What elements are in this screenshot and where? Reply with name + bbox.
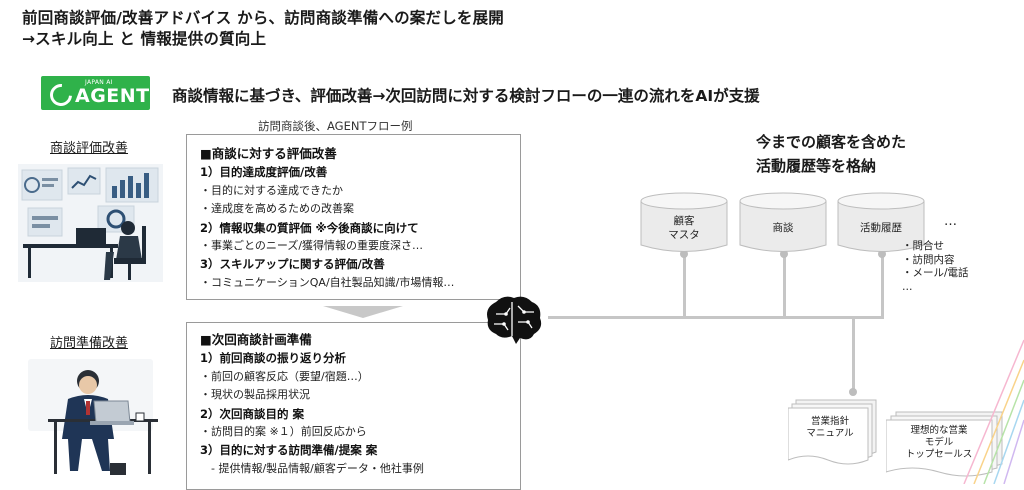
database-cylinder-icon: [739, 192, 827, 252]
title-line-1: 前回商談評価/改善アドバイス から、訪問商談準備への案だしを展開: [22, 9, 504, 27]
activity-history-list: ・問合せ ・訪問内容 ・メール/電話 …: [902, 240, 969, 294]
ideal-sales-model-document-icon: [886, 411, 1003, 477]
database-activity-history: 活動履歴: [837, 192, 925, 254]
box1-line: 2）情報収集の質評価 ※今後商談に向けて: [200, 220, 419, 235]
tagline: 商談情報に基づき、評価改善→次回訪問に対する検討フローの一連の流れをAIが支援: [172, 87, 760, 105]
box2-line: 3）目的に対する訪問準備/提案 案: [200, 443, 378, 458]
evaluation-improvement-box: ■商談に対する評価改善 1）目的達成度評価/改善 ・目的に対する達成できたか ・…: [186, 134, 521, 300]
database-label: 顧客: [673, 215, 695, 227]
flow-caption: 訪問商談後、AGENTフロー例: [258, 119, 413, 133]
box1-line: 1）目的達成度評価/改善: [200, 165, 328, 180]
box2-line: ・訪問目的案 ※１）前回反応から: [200, 425, 367, 439]
document-label-line: モデル: [924, 437, 954, 448]
document-label-line: 営業指針: [810, 416, 849, 427]
box2-line: ・前回の顧客反応（要望/宿題…）: [200, 369, 369, 383]
page-title: 前回商談評価/改善アドバイス から、訪問商談準備への案だしを展開 →スキル向上 …: [22, 8, 504, 50]
box2-heading: ■次回商談計画準備: [200, 332, 312, 347]
connector-docs: [852, 318, 855, 392]
logo-ring-icon: [45, 79, 77, 111]
connector-db1: [683, 254, 686, 318]
label-eval-improvement: 商談評価改善: [50, 141, 129, 156]
list-item: ・問合せ: [902, 240, 944, 252]
box1-line: ・達成度を高めるための改善案: [200, 202, 354, 216]
connector-db2: [783, 254, 786, 318]
box2-line: 2）次回商談目的 案: [200, 406, 305, 421]
document-label-line: トップセールス: [905, 449, 973, 460]
logo-main-text: AGENT: [75, 85, 150, 107]
database-deals: 商談: [739, 192, 827, 254]
document-label-line: 理想的な営業: [910, 425, 968, 436]
sales-manual-document-icon: [788, 399, 877, 465]
database-cylinder-icon: [837, 192, 925, 252]
label-visit-prep-improvement: 訪問準備改善: [50, 336, 129, 351]
box2-line: - 提供情報/製品情報/顧客データ・他社事例: [200, 461, 424, 475]
storage-title-line-2: 活動履歴等を格納: [756, 157, 877, 175]
database-label: 活動履歴: [860, 222, 902, 234]
box2-line: ・現状の製品採用状況: [200, 388, 310, 402]
connector-dot: [878, 250, 886, 258]
document-label: 営業指針 マニュアル: [790, 416, 870, 440]
list-item: ・訪問内容: [902, 253, 955, 266]
list-item: …: [902, 280, 913, 293]
connector-dot: [680, 250, 688, 258]
database-label: 商談: [772, 222, 794, 234]
connector-horizontal: [548, 316, 884, 319]
database-more-ellipsis: …: [944, 214, 957, 229]
box1-line: ・目的に対する達成できたか: [200, 183, 343, 197]
title-line-2: →スキル向上 と 情報提供の質向上: [22, 30, 267, 48]
list-item: ・メール/電話: [902, 267, 969, 279]
box1-line: 3）スキルアップに関する評価/改善: [200, 257, 385, 272]
decorative-rainbow-accent: [963, 339, 1024, 484]
box1-heading: ■商談に対する評価改善: [200, 146, 337, 161]
businessman-laptop-illustration: [28, 359, 158, 475]
connector-dot: [849, 388, 857, 396]
flow-arrow-down: [323, 306, 403, 318]
ai-brain-icon: [487, 296, 542, 344]
next-visit-planning-box: ■次回商談計画準備 1）前回商談の振り返り分析 ・前回の顧客反応（要望/宿題…）…: [186, 322, 521, 490]
document-label: 理想的な営業 モデル トップセールス: [888, 425, 990, 461]
box2-line: 1）前回商談の振り返り分析: [200, 351, 347, 366]
analyst-office-illustration: [18, 164, 163, 282]
storage-title-line-1: 今までの顧客を含めた: [756, 133, 907, 151]
document-label-line: マニュアル: [806, 428, 854, 439]
database-label: マスタ: [668, 229, 700, 241]
connector-db3: [881, 254, 884, 318]
logo-sub-text: JAPAN AI: [85, 79, 113, 86]
database-customer-master: 顧客 マスタ: [640, 192, 728, 254]
box1-line: ・事業ごとのニーズ/獲得情報の重要度深さ…: [200, 239, 424, 253]
connector-dot: [780, 250, 788, 258]
box1-line: ・コミュニケーションQA/自社製品知識/市場情報…: [200, 275, 455, 289]
storage-title: 今までの顧客を含めた 活動履歴等を格納: [756, 130, 906, 178]
database-cylinder-icon: [640, 192, 728, 252]
japan-ai-agent-logo: JAPAN AI AGENT: [41, 76, 150, 111]
